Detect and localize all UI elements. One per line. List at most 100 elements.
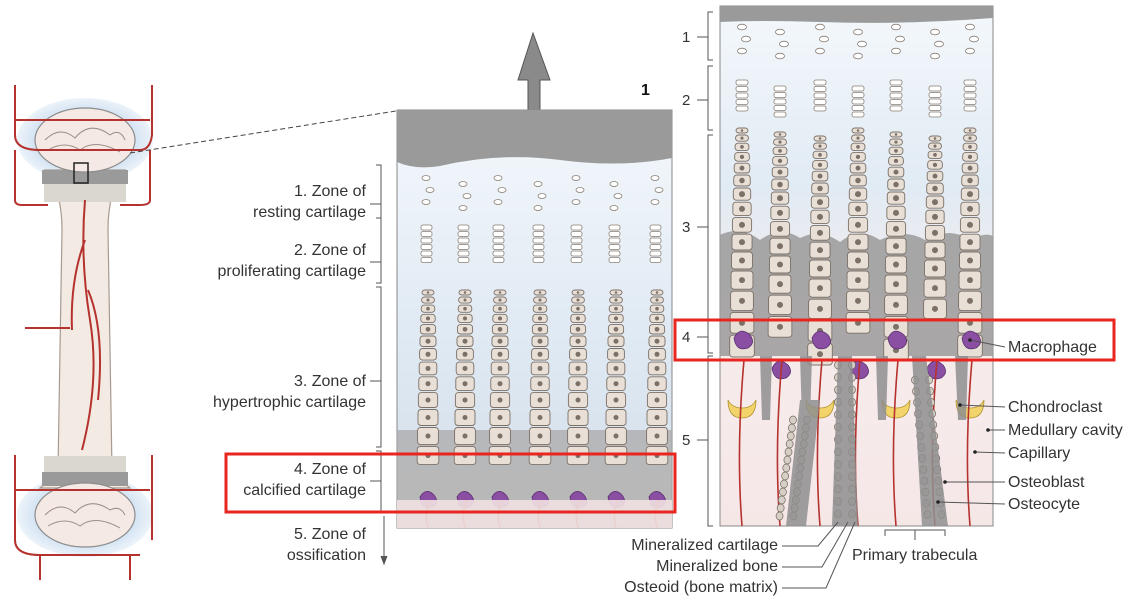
mineralized-cartilage-label: Mineralized cartilage [631,537,778,554]
chondrocyte-nucleus [855,297,861,304]
chondrocyte-nucleus [462,338,468,344]
leader-dot [968,338,972,342]
chondrocyte-nucleus [932,199,938,206]
chondrocyte-nucleus [818,144,822,148]
chondrocyte-nucleus [425,338,431,344]
mineralized-bone-leader [782,521,849,568]
resting-chondrocyte [853,52,863,60]
chondrocyte-nucleus [575,326,581,332]
chondrocyte-nucleus [575,351,581,357]
detail-panel [719,5,994,527]
chondrocyte-nucleus [537,316,543,321]
resting-chondrocyte [609,181,619,187]
chondrocyte-nucleus [575,433,581,439]
proliferating-chondrocyte [492,224,505,231]
osteoid-leader [782,521,856,589]
chondrocyte-nucleus [893,169,899,175]
resting-chondrocyte [497,187,507,193]
resting-chondrocyte [462,193,472,199]
resting-chondrocyte [650,199,660,205]
chondrocyte-nucleus [613,381,619,387]
panel-number: 1 [641,82,650,99]
growth-plate-panel [396,31,673,529]
osteoblast-cell [784,447,793,457]
chondrocyte-nucleus [894,140,898,144]
osteoid-label: Osteoid (bone matrix) [624,579,778,596]
resting-chondrocyte [571,199,581,205]
chondrocyte-nucleus [538,306,542,311]
proliferating-chondrocyte [457,237,470,244]
proliferating-chondrocyte [928,85,942,92]
chondrocyte-nucleus [462,415,468,420]
proliferating-chondrocyte [813,79,827,86]
chondrocyte-nucleus [855,177,861,184]
chondrocyte-nucleus [855,221,861,228]
proliferating-chondrocyte [773,92,787,98]
proliferating-chondrocyte [420,244,433,250]
chondrocyte-nucleus [933,153,937,157]
chondrocyte-nucleus [576,306,580,311]
chondrocyte-nucleus [462,326,468,332]
proliferating-chondrocyte [570,231,583,237]
proliferating-chondrocyte [963,92,977,99]
proliferating-chondrocyte [851,111,865,118]
chondrocyte-nucleus [739,177,745,184]
chondrocyte-nucleus [967,221,973,228]
proliferating-chondrocyte [420,237,433,244]
proliferating-chondrocyte [851,85,865,92]
resting-chondrocyte [934,40,944,48]
proliferating-chondrocyte [492,250,505,257]
resting-chondrocyte [891,47,901,55]
proliferating-chondrocyte [649,237,662,244]
osteoblast-cell [788,423,796,433]
chondrocyte-nucleus [739,239,745,246]
macrophage-cell [887,330,907,350]
resting-chondrocyte [533,181,543,187]
resting-chondrocyte [493,175,503,181]
chondrocyte-nucleus [893,181,899,188]
chondrocyte-nucleus [855,239,861,246]
chondrocyte-nucleus [777,243,783,250]
proliferating-chondrocyte [532,231,545,237]
chondrocyte-nucleus [855,277,861,284]
chondrocyte-nucleus [817,162,823,168]
primary-trabecula-label: Primary trabecula [852,547,978,564]
zone-5-line1: 5. Zone of [293,526,366,543]
detail-number-5: 5 [682,432,691,449]
osteoblast-cell [779,487,787,497]
chondrocyte-nucleus [932,162,938,168]
proliferating-chondrocyte [851,92,865,98]
label-leader [937,501,1006,505]
chondrocyte-nucleus [463,291,467,294]
chondrocyte-nucleus [932,173,938,179]
osteoblast-cell [789,415,797,425]
resting-chondrocyte [493,199,503,205]
proliferating-chondrocyte [928,92,942,98]
resting-chondrocyte [853,28,863,36]
chondrocyte-nucleus [967,191,973,198]
chondrocyte-nucleus [740,145,744,149]
detail-bracket [707,11,713,61]
resting-chondrocyte [613,193,623,199]
chondrocyte-nucleus [654,326,660,332]
resting-chondrocyte [425,187,435,193]
chondrocyte-nucleus [614,306,618,311]
chondrocyte-nucleus [537,338,543,344]
chondrocyte-nucleus [893,281,899,288]
proliferating-chondrocyte [457,231,470,237]
chondrocyte-nucleus [932,229,938,236]
chondrocyte-nucleus [613,338,619,344]
resting-chondrocyte [969,35,979,43]
proliferating-chondrocyte [532,237,545,244]
chondrocyte-nucleus [777,281,783,288]
osteoblast-cell [777,495,786,505]
chondrocyte-nucleus [497,397,503,403]
proliferating-chondrocyte [889,86,903,92]
chondrocyte-nucleus [967,257,973,264]
chondrocyte-nucleus [497,326,503,332]
proliferating-chondrocyte [851,98,865,105]
resting-chondrocyte [421,175,431,181]
resting-chondrocyte [650,175,660,181]
resting-chondrocyte [421,199,431,205]
